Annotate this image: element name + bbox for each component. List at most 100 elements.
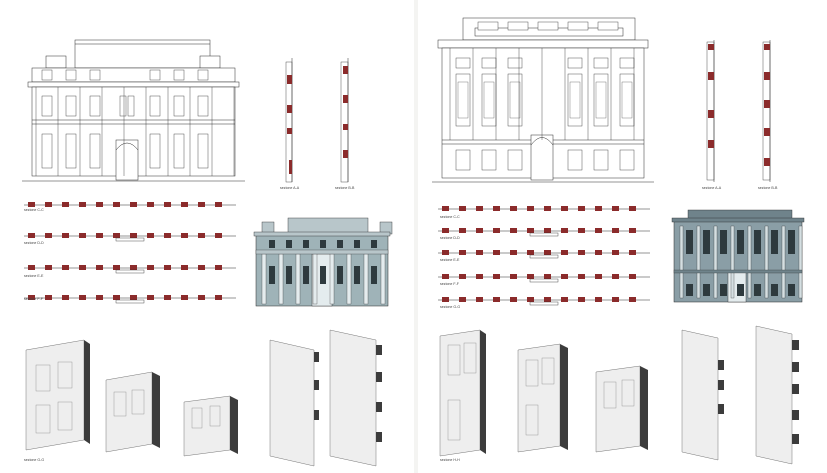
- main-facade-elevation: [432, 17, 654, 183]
- axonometric-detail-5: [329, 329, 382, 467]
- cornice: [255, 249, 389, 255]
- wall-cut: [96, 265, 103, 270]
- wall-cut: [459, 274, 466, 279]
- window: [371, 240, 377, 248]
- attic-window: [173, 69, 185, 81]
- window: [65, 95, 77, 117]
- window: [686, 230, 693, 254]
- window: [197, 133, 209, 169]
- wall-cut: [544, 297, 551, 302]
- wall-cut: [578, 228, 585, 233]
- wall-section-b-b: [762, 40, 771, 182]
- window-frame: [569, 81, 581, 119]
- axonometric-detail-4: [269, 339, 319, 467]
- wall-cut: [612, 206, 619, 211]
- column: [261, 253, 267, 305]
- wall-section-label: sezione A-A: [280, 186, 300, 190]
- wall-cut: [612, 250, 619, 255]
- wall-cut: [544, 206, 551, 211]
- wall-cut: [544, 250, 551, 255]
- wall-cut: [147, 202, 154, 207]
- window: [173, 95, 185, 117]
- pilaster: [713, 225, 718, 299]
- wall-cut: [79, 265, 86, 270]
- wall-cut: [96, 202, 103, 207]
- wall-cut: [164, 233, 171, 238]
- plan-sections: [438, 206, 650, 306]
- window: [119, 95, 127, 117]
- column: [312, 253, 318, 305]
- wall-cut: [493, 228, 500, 233]
- window: [720, 284, 727, 296]
- wall-cut: [198, 233, 205, 238]
- wall-cut: [181, 233, 188, 238]
- wall-cut: [476, 228, 483, 233]
- wall-cut: [629, 228, 636, 233]
- wall-cut: [181, 265, 188, 270]
- section-label: sezione F-F: [24, 297, 43, 301]
- wall-cut: [578, 206, 585, 211]
- wall-cut: [527, 297, 534, 302]
- wall-cut: [595, 228, 602, 233]
- attic-panel: [507, 21, 529, 31]
- wall-cut: [45, 295, 52, 300]
- wall-cut: [130, 202, 137, 207]
- attic-panel: [537, 21, 559, 31]
- wall-cut: [612, 297, 619, 302]
- window: [771, 230, 778, 254]
- wall-cut: [28, 202, 35, 207]
- window: [455, 57, 471, 69]
- wall-cut: [181, 202, 188, 207]
- window: [455, 73, 471, 127]
- right-drawing-panel: sezione C-C sezione D-D sezione E-E sezi…: [418, 0, 827, 473]
- wall-cut: [442, 206, 449, 211]
- wall-section-label: sezione B-B: [335, 186, 355, 190]
- wall-cut: [527, 250, 534, 255]
- axonometric-detail-1: [25, 339, 90, 451]
- window: [737, 230, 744, 254]
- wall-cut: [79, 233, 86, 238]
- column: [295, 253, 301, 305]
- wall-cut: [130, 265, 137, 270]
- window: [567, 57, 583, 69]
- wall-cut: [198, 265, 205, 270]
- left-drawing-panel: sezione C-C sezione D-D sezione E-E sezi…: [0, 0, 414, 473]
- attic-window: [41, 69, 53, 81]
- window: [481, 149, 497, 171]
- column: [278, 253, 284, 305]
- wall-cut: [96, 295, 103, 300]
- window: [567, 73, 583, 127]
- entrance-steps: [529, 254, 559, 259]
- window: [89, 95, 101, 117]
- wall-cut: [612, 274, 619, 279]
- wall-cut: [561, 228, 568, 233]
- window: [593, 73, 609, 127]
- window: [703, 230, 710, 254]
- pilaster: [747, 225, 752, 299]
- window: [593, 57, 609, 69]
- wall-cut: [459, 206, 466, 211]
- wall-cut: [561, 274, 568, 279]
- wall-cut: [147, 295, 154, 300]
- wall-cut: [45, 265, 52, 270]
- wall-cut: [79, 202, 86, 207]
- wall-cut: [459, 228, 466, 233]
- wall-cut: [215, 202, 222, 207]
- window: [354, 266, 360, 284]
- window-frame: [457, 81, 469, 119]
- window: [455, 149, 471, 171]
- entrance-steps: [115, 299, 145, 304]
- rendered-facade-columns: [255, 240, 389, 305]
- wall-cut: [215, 295, 222, 300]
- wall-section-label: sezione B-B: [758, 186, 778, 190]
- wall-cut: [476, 274, 483, 279]
- window: [754, 230, 761, 254]
- window: [41, 95, 53, 117]
- window: [303, 240, 309, 248]
- wall-cut: [527, 228, 534, 233]
- wall-section-a-a: [285, 58, 293, 183]
- window: [371, 266, 377, 284]
- wall-cut: [62, 233, 69, 238]
- wall-cut: [561, 250, 568, 255]
